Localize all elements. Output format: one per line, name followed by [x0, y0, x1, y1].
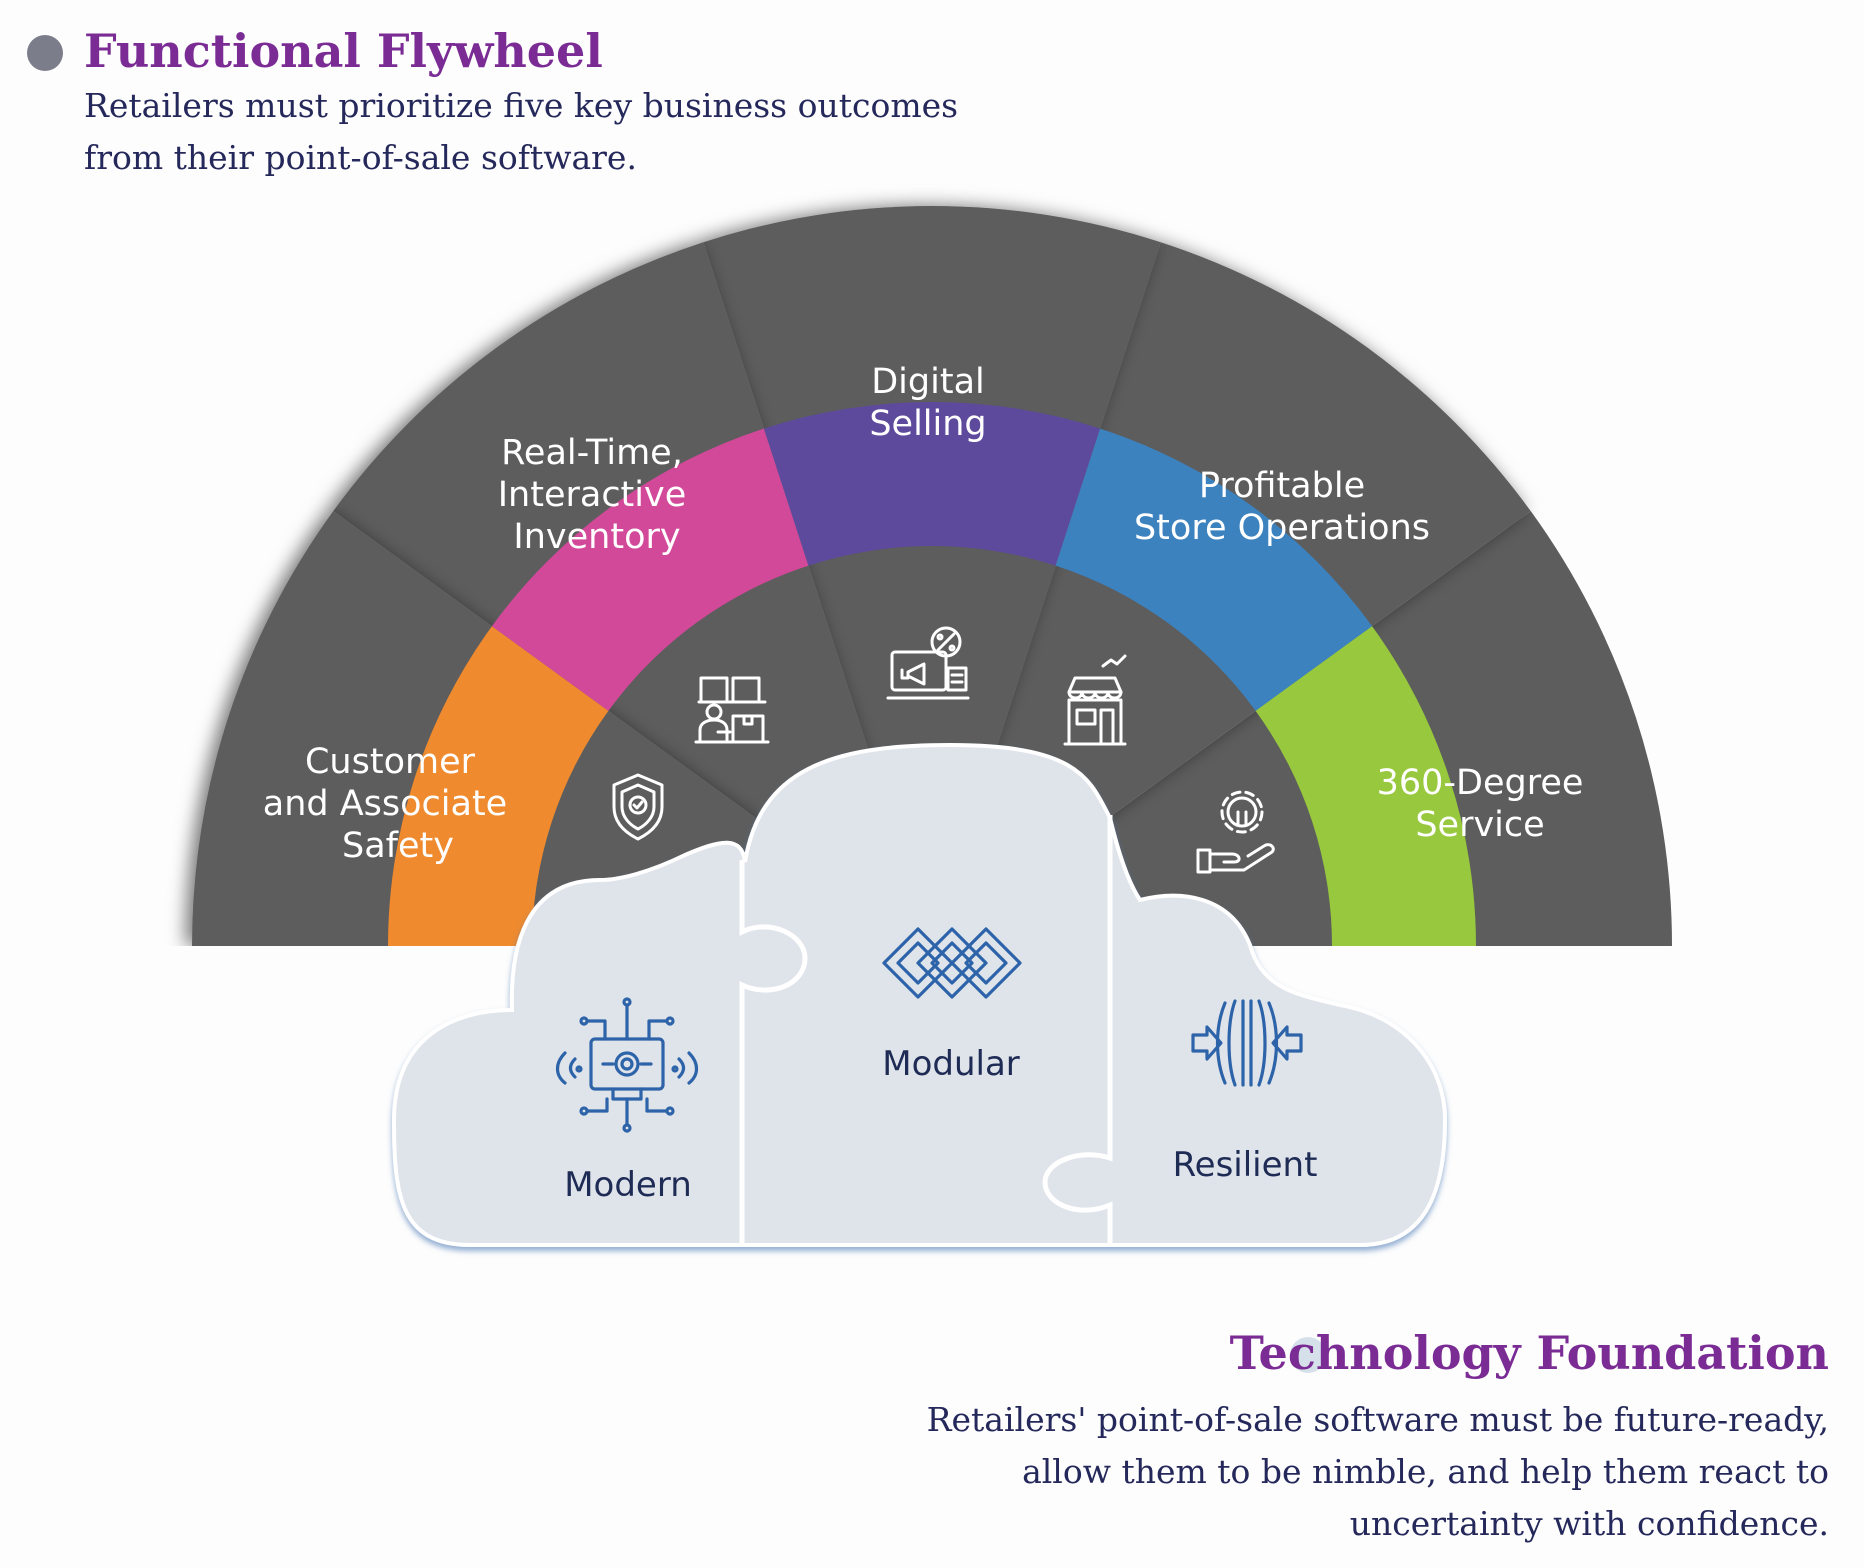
- outcome-label-line: 360-Degree: [1377, 763, 1584, 803]
- ring-segment-safety: [388, 626, 609, 946]
- outcome-label-inventory: Real-Time, Interactive Inventory: [498, 433, 687, 557]
- chip-circuit-icon: [555, 997, 699, 1133]
- foundation-description-line: allow them to be nimble, and help them r…: [1022, 1452, 1829, 1491]
- flywheel-description-line: from their point-of-sale software.: [84, 138, 637, 177]
- flywheel-title: Functional Flywheel: [84, 24, 603, 78]
- outcome-label-safety: Customer and Associate Safety: [263, 742, 507, 866]
- fan-segment-digital-selling: [703, 205, 1161, 947]
- linked-diamonds-icon: [882, 927, 1022, 999]
- service-hand-gear-icon: [1196, 790, 1275, 874]
- pillar-label-resilient: Resilient: [1173, 1145, 1318, 1185]
- shield-check-icon: [612, 773, 664, 841]
- foundation-bullet-dot: [1290, 1337, 1326, 1373]
- inventory-worker-icon: [694, 676, 770, 744]
- outcome-label-line: Inventory: [513, 517, 680, 557]
- foundation-description: Retailers' point-of-sale software must b…: [927, 1394, 1829, 1550]
- outcome-label-service: 360-Degree Service: [1377, 763, 1584, 845]
- foundation-title: Technology Foundation: [1229, 1326, 1829, 1380]
- ring-segment-store-operations: [1055, 428, 1373, 711]
- storefront-icon: [1063, 654, 1127, 746]
- foundation-description-line: Retailers' point-of-sale software must b…: [926, 1400, 1829, 1439]
- ring-segment-digital-selling: [763, 401, 1101, 566]
- compression-arrows-icon: [1191, 999, 1303, 1087]
- ring-segment-service: [1255, 626, 1476, 946]
- outcome-label-line: Store Operations: [1134, 508, 1430, 548]
- foundation-description-line: uncertainty with confidence.: [1349, 1504, 1829, 1543]
- outcome-label-line: Selling: [869, 404, 986, 444]
- outcome-label-line: Safety: [342, 826, 454, 866]
- outcome-label-digital-selling: Digital Selling: [869, 362, 986, 444]
- outcome-label-line: Customer: [305, 742, 476, 782]
- outcome-label-line: and Associate: [263, 784, 507, 824]
- digital-selling-icon: [886, 626, 970, 700]
- flywheel-description: Retailers must prioritize five key busin…: [84, 80, 958, 184]
- outcome-label-line: Digital: [871, 362, 985, 402]
- outcome-label-line: Interactive: [498, 475, 687, 515]
- flywheel-description-line: Retailers must prioritize five key busin…: [84, 86, 959, 125]
- ring-segment-inventory: [491, 428, 809, 711]
- pillar-label-modern: Modern: [564, 1165, 692, 1205]
- inner-color-ring: [0, 401, 1864, 986]
- outcome-label-line: Service: [1415, 805, 1544, 845]
- puzzle-seams: [739, 815, 1113, 1245]
- pillar-label-modular: Modular: [882, 1044, 1020, 1084]
- flywheel-bullet-dot: [27, 35, 63, 71]
- outcome-label-store-operations: Profitable Store Operations: [1134, 466, 1430, 548]
- outcome-label-line: Real-Time,: [501, 433, 683, 473]
- outcome-label-line: Profitable: [1199, 466, 1365, 506]
